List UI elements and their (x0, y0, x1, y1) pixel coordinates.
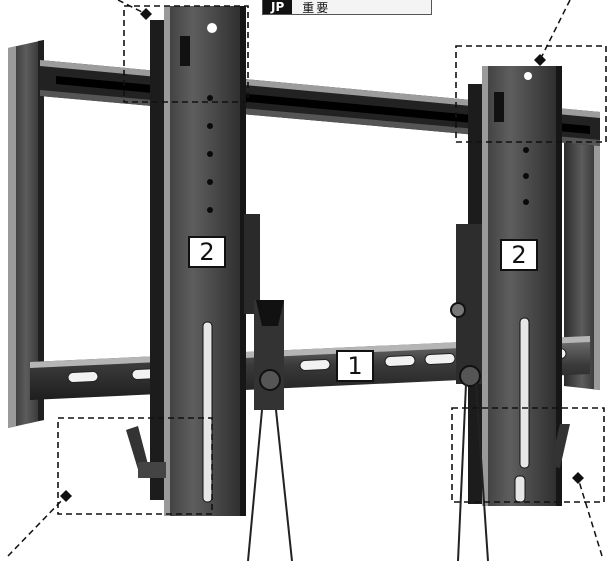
label-right-arm: 2 (500, 239, 538, 271)
right-latch (450, 224, 489, 562)
marker-bottom-left (60, 490, 72, 502)
callout-markers (60, 8, 584, 502)
callout-boxes (57, 5, 607, 515)
left-frame (8, 40, 44, 428)
right-handle (550, 424, 570, 468)
left-latch (244, 214, 293, 562)
callout-top-left (123, 5, 249, 103)
marker-bottom-right (572, 472, 584, 484)
callout-bottom-left (57, 417, 213, 515)
callout-top-right (455, 45, 607, 143)
callout-bottom-right (451, 407, 605, 503)
label-left-arm: 2 (188, 236, 226, 268)
marker-top-right (534, 54, 546, 66)
label-rail: 1 (336, 350, 374, 382)
right-arm (468, 66, 562, 506)
right-frame (564, 116, 600, 390)
left-handle (126, 426, 166, 478)
language-code: JP (263, 0, 293, 14)
leader-lines (7, 0, 603, 557)
language-tab: JP 重要 (262, 0, 432, 15)
marker-top-left (140, 8, 152, 20)
language-label: 重要 (302, 0, 331, 15)
